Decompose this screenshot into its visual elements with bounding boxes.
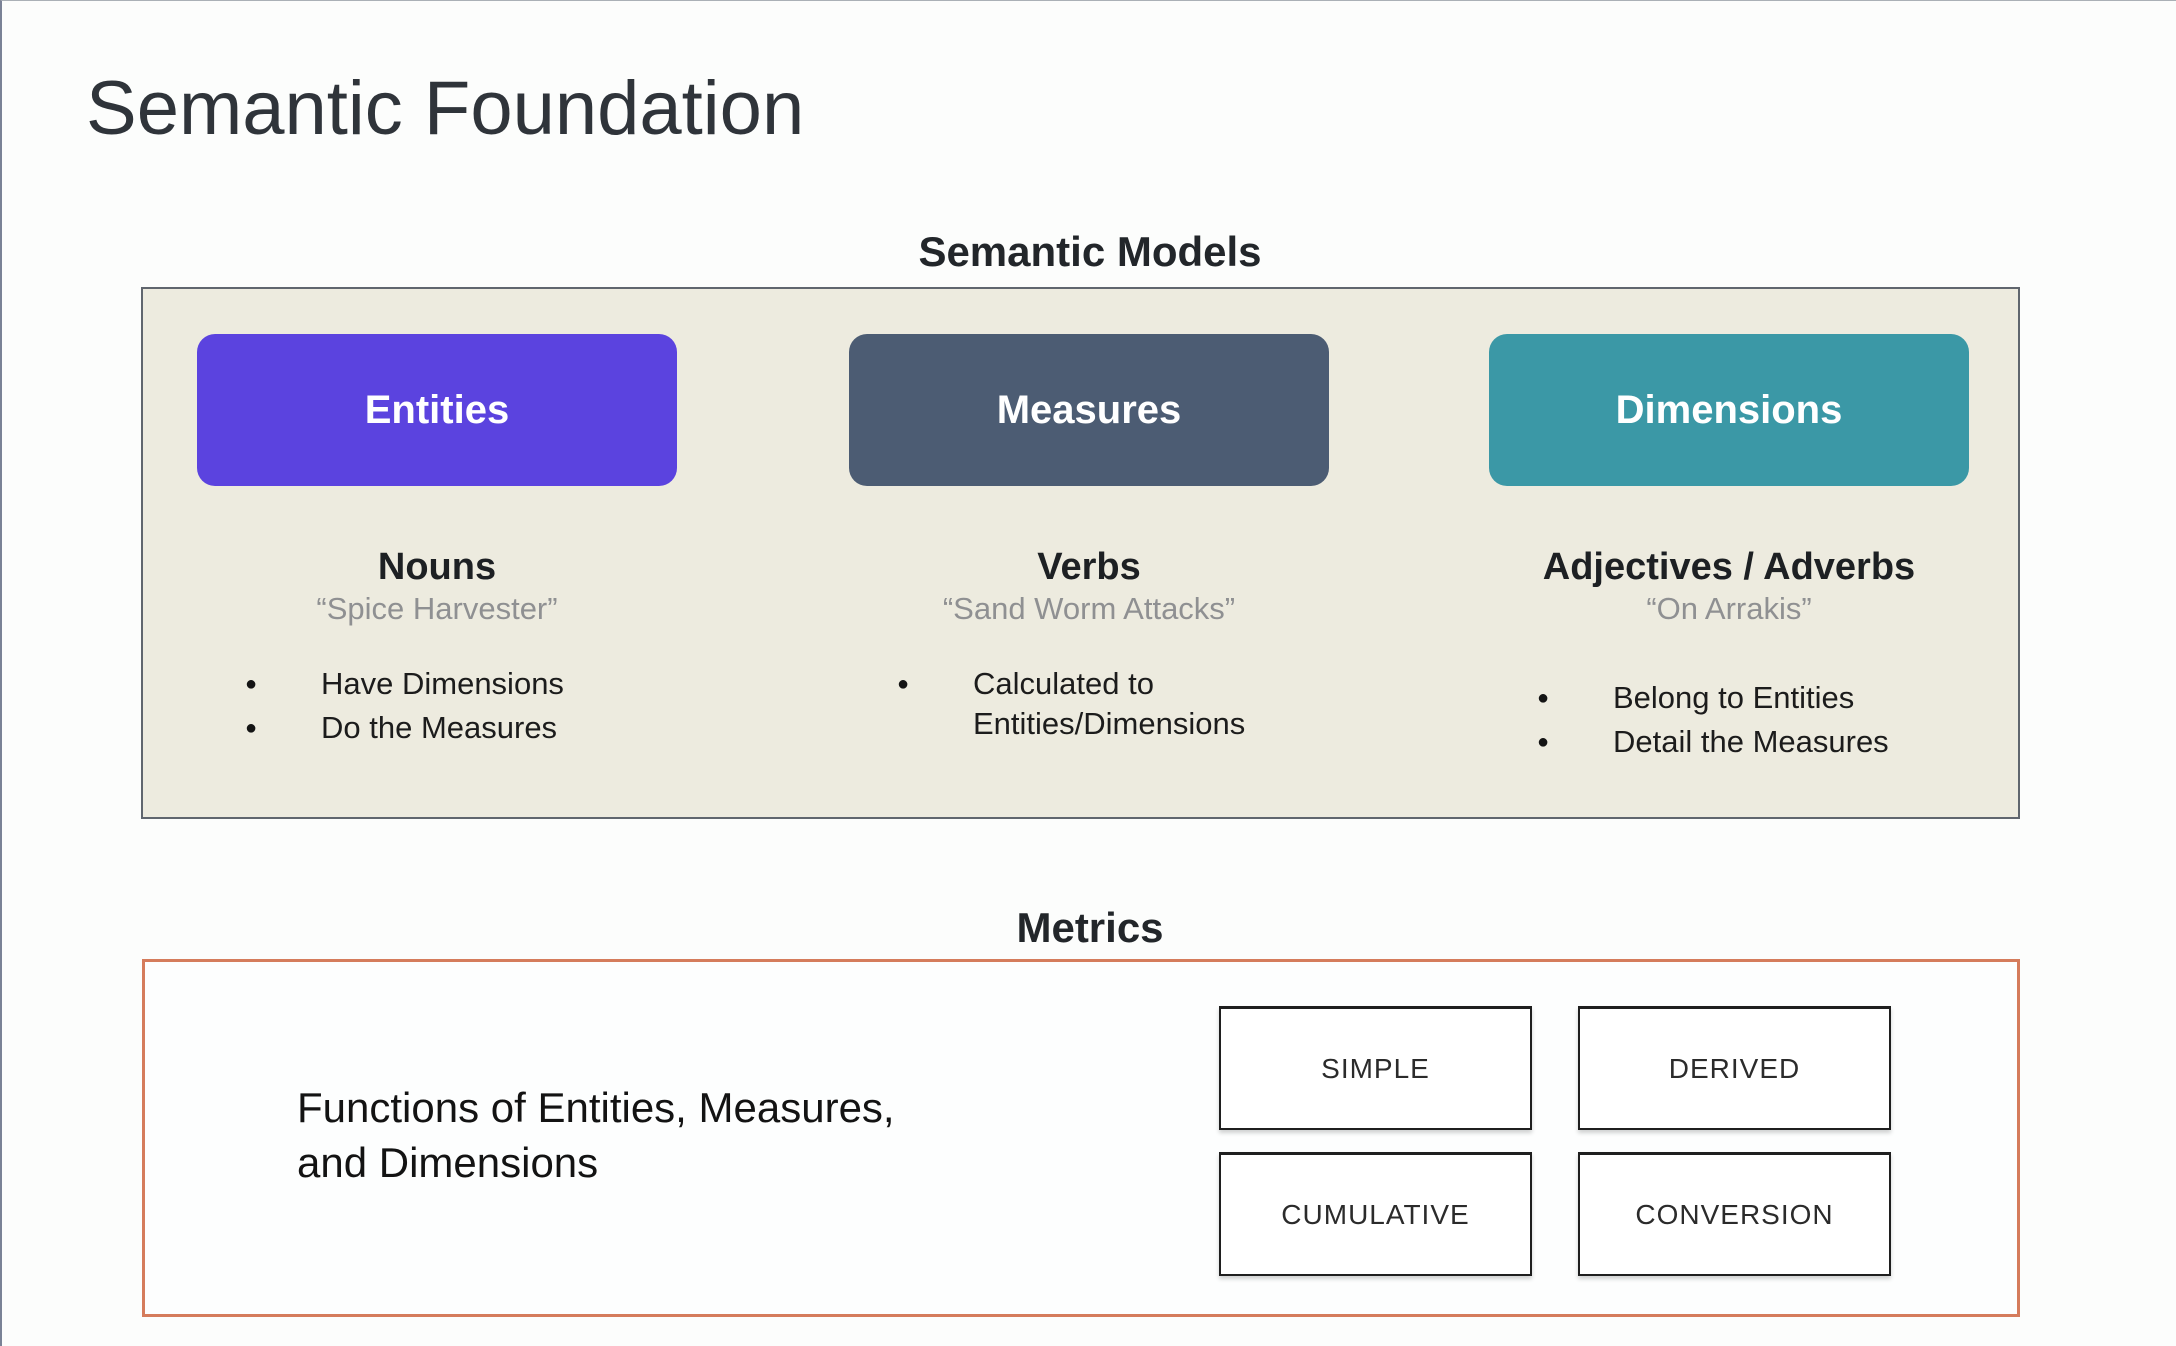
bullet-dot-icon: ● — [1537, 730, 1550, 753]
bullet-item: ● Detail the Measures — [1537, 722, 1969, 762]
bullet-dot-icon: ● — [245, 716, 258, 739]
metric-type-conversion: CONVERSION — [1578, 1152, 1891, 1276]
dimensions-quote: “On Arrakis” — [1646, 590, 1812, 626]
measures-pill: Measures — [849, 334, 1329, 486]
measures-subtitle: Verbs — [1037, 546, 1141, 588]
metric-type-derived: DERIVED — [1578, 1006, 1891, 1130]
bullet-text: Belong to Entities — [1613, 679, 1855, 715]
page-title: Semantic Foundation — [86, 66, 805, 151]
metrics-description: Functions of Entities, Measures, and Dim… — [297, 1084, 895, 1187]
dimensions-bullet-list: ● Belong to Entities ● Detail the Measur… — [1489, 678, 1969, 762]
entities-bullet-list: ● Have Dimensions ● Do the Measures — [197, 664, 677, 748]
dimensions-pill: Dimensions — [1489, 334, 1969, 486]
bullet-text: Calculated to Entities/Dimensions — [973, 665, 1246, 741]
semantic-models-heading: Semantic Models — [918, 228, 1262, 275]
dimensions-column: Dimensions Adjectives / Adverbs “On Arra… — [1489, 334, 1969, 766]
metric-type-cumulative: CUMULATIVE — [1219, 1152, 1532, 1276]
bullet-item: ● Do the Measures — [245, 708, 677, 748]
metric-type-simple: SIMPLE — [1219, 1006, 1532, 1130]
metrics-heading: Metrics — [1016, 904, 1164, 951]
measures-quote: “Sand Worm Attacks” — [942, 590, 1236, 626]
bullet-item: ● Have Dimensions — [245, 664, 677, 704]
bullet-text: Have Dimensions — [321, 665, 564, 701]
measures-bullet-list: ● Calculated to Entities/Dimensions — [849, 664, 1329, 743]
bullet-item: ● Belong to Entities — [1537, 678, 1969, 718]
bullet-dot-icon: ● — [897, 672, 910, 695]
entities-quote: “Spice Harvester” — [316, 590, 558, 626]
entities-pill: Entities — [197, 334, 677, 486]
bullet-item: ● Calculated to Entities/Dimensions — [897, 664, 1329, 743]
measures-column: Measures Verbs “Sand Worm Attacks” ● Cal… — [849, 334, 1329, 747]
semantic-models-box: Entities Nouns “Spice Harvester” ● Have … — [141, 287, 2020, 819]
entities-column: Entities Nouns “Spice Harvester” ● Have … — [197, 334, 677, 752]
bullet-text: Detail the Measures — [1613, 723, 1889, 759]
dimensions-subtitle: Adjectives / Adverbs — [1542, 546, 1916, 588]
entities-subtitle: Nouns — [377, 546, 497, 588]
bullet-dot-icon: ● — [245, 672, 258, 695]
metrics-box: Functions of Entities, Measures, and Dim… — [142, 959, 2020, 1317]
bullet-text: Do the Measures — [321, 709, 558, 745]
bullet-dot-icon: ● — [1537, 686, 1550, 709]
